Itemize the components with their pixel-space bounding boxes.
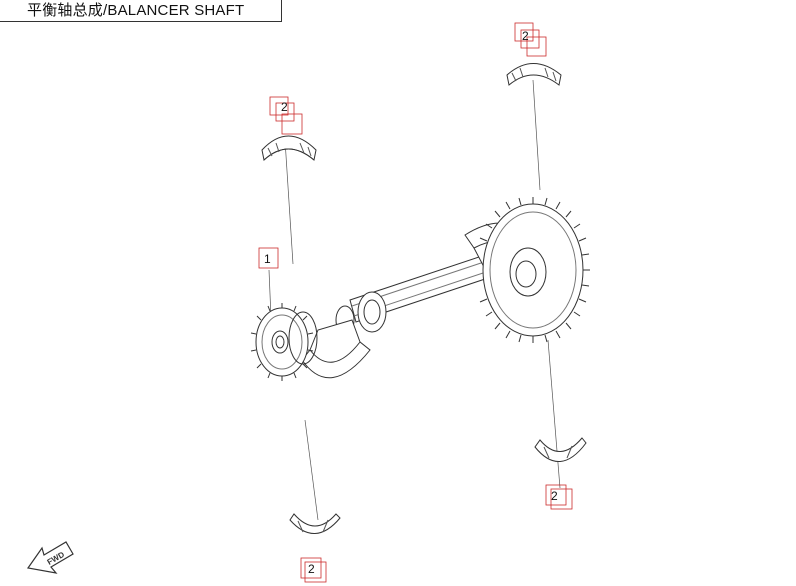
- large-driven-gear: [479, 197, 590, 343]
- callout-part-2-bottom-left[interactable]: 2: [300, 557, 327, 583]
- callout-part-2-top-right[interactable]: 2: [514, 22, 547, 57]
- leader-lines: [268, 79, 561, 521]
- forward-arrow-icon: FWD: [26, 541, 74, 574]
- bearing-shell-top-right: [506, 63, 562, 86]
- callout-part-2-bottom-right-label: 2: [551, 489, 558, 503]
- small-drive-gear: [250, 303, 318, 381]
- callout-part-2-top-left-label: 2: [281, 100, 288, 114]
- bearing-shell-bottom-right: [534, 437, 587, 463]
- bearing-shell-top-left: [261, 135, 317, 161]
- callout-part-1-label: 1: [264, 252, 271, 266]
- callout-part-2-top-left[interactable]: 2: [269, 96, 303, 135]
- callout-part-2-top-right-label: 2: [522, 29, 529, 43]
- page-title: 平衡轴总成/BALANCER SHAFT: [27, 2, 245, 19]
- callout-part-2-bottom-left-label: 2: [308, 562, 315, 576]
- callout-part-1[interactable]: 1: [258, 247, 279, 269]
- callout-part-2-bottom-right[interactable]: 2: [545, 484, 573, 510]
- title-box: 平衡轴总成/BALANCER SHAFT: [0, 0, 282, 22]
- bearing-shell-bottom-left: [289, 513, 341, 534]
